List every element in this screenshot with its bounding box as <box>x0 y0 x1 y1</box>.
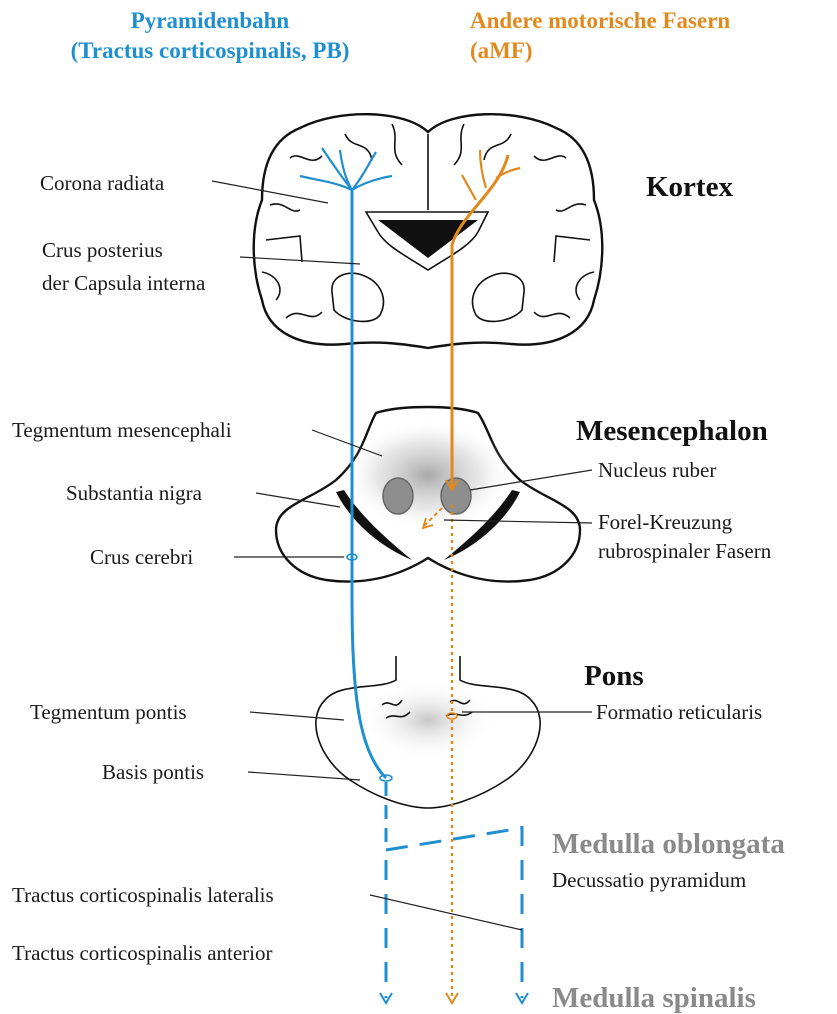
label-tegmentum-pontis: Tegmentum pontis <box>30 700 187 724</box>
region-medulla-oblongata: Medulla oblongata <box>552 828 785 860</box>
header-other-motor-line1: Andere motorische Fasern <box>470 8 730 33</box>
region-mesencephalon: Mesencephalon <box>576 415 768 447</box>
header-pyramidal-line2: (Tractus corticospinalis, PB) <box>71 38 350 63</box>
label-basis-pontis: Basis pontis <box>102 760 204 784</box>
label-forel-kreuzung-1: Forel-Kreuzung <box>598 510 733 534</box>
label-corona-radiata: Corona radiata <box>40 171 165 195</box>
nucleus-ruber-left <box>383 478 413 514</box>
label-forel-kreuzung-2: rubrospinaler Fasern <box>598 539 772 563</box>
tegmentum-shading <box>343 420 513 530</box>
label-decussatio-pyramidum: Decussatio pyramidum <box>552 868 746 892</box>
region-kortex: Kortex <box>646 171 733 203</box>
label-crus-posterius-2: der Capsula interna <box>42 271 206 295</box>
label-tegmentum-mesencephali: Tegmentum mesencephali <box>12 418 232 442</box>
label-tract-lateralis: Tractus corticospinalis lateralis <box>12 883 274 907</box>
label-crus-posterius-1: Crus posterius <box>42 238 163 262</box>
header-other-motor-line2: (aMF) <box>470 38 533 63</box>
label-tract-anterior: Tractus corticospinalis anterior <box>12 941 273 965</box>
region-medulla-spinalis: Medulla spinalis <box>552 982 756 1014</box>
label-nucleus-ruber: Nucleus ruber <box>598 458 716 482</box>
region-pons: Pons <box>584 660 644 692</box>
brain-coronal-section <box>254 114 603 348</box>
header-pyramidal-line1: Pyramidenbahn <box>131 8 290 33</box>
pons-section <box>316 656 540 808</box>
label-formatio-reticularis: Formatio reticularis <box>596 700 762 724</box>
label-substantia-nigra: Substantia nigra <box>66 481 203 505</box>
label-crus-cerebri: Crus cerebri <box>90 545 193 569</box>
